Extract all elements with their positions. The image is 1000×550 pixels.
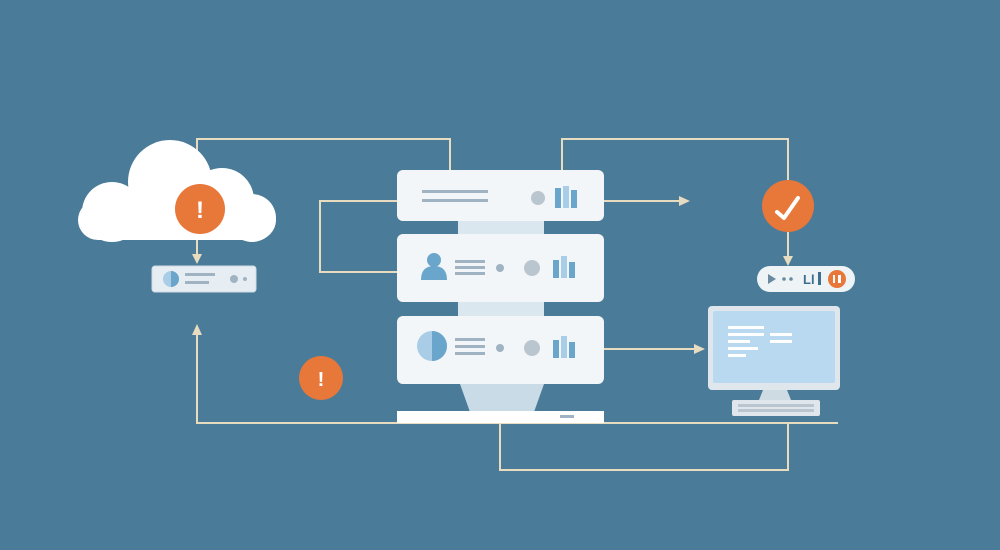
- cloud-alert-badge: !: [175, 184, 225, 234]
- bar-chart-icon: [553, 256, 575, 278]
- server-unit-2: [397, 234, 604, 302]
- cloud-alert-glyph: !: [196, 197, 204, 224]
- status-strip-badge: [828, 270, 846, 288]
- arrowhead-right-monitor: [694, 344, 705, 354]
- pie-chart-icon: [417, 331, 447, 361]
- user-icon: [421, 253, 447, 280]
- pie-chart-icon: [163, 271, 179, 287]
- server-unit-1: [397, 170, 604, 221]
- server-base: [397, 411, 604, 423]
- arrowhead-up-return: [192, 324, 202, 335]
- connector-cloud-to-server: [196, 138, 451, 170]
- play-icon: [768, 274, 776, 284]
- status-strip-text: Ll: [803, 272, 815, 287]
- arrowhead-down-strip: [783, 256, 793, 266]
- floating-alert-badge: !: [299, 356, 343, 400]
- cloud-status-panel: [151, 265, 257, 293]
- floating-alert-glyph: !: [318, 369, 325, 391]
- monitor-stand: [759, 390, 791, 400]
- connectors: [196, 138, 838, 471]
- status-badge: [762, 180, 814, 232]
- server-stack: [397, 170, 604, 423]
- server-stand: [460, 384, 544, 412]
- checkmark-icon: [775, 196, 800, 220]
- connector-lower-loop: [499, 423, 789, 471]
- server-unit-3: [397, 316, 604, 384]
- arrowhead-right-row1: [679, 196, 690, 206]
- desktop-computer-icon: [708, 306, 840, 416]
- arrowheads: [192, 196, 793, 354]
- keyboard-icon: [732, 400, 820, 416]
- status-strip: Ll: [757, 266, 855, 292]
- cloud-icon: [78, 140, 276, 242]
- connector-return-line: [196, 335, 838, 424]
- connector-server-to-status: [561, 138, 789, 180]
- bar-chart-icon: [553, 336, 575, 358]
- connector-loop-left: [319, 200, 397, 273]
- arrowhead-down-panel: [192, 254, 202, 264]
- bar-chart-icon: [555, 186, 577, 208]
